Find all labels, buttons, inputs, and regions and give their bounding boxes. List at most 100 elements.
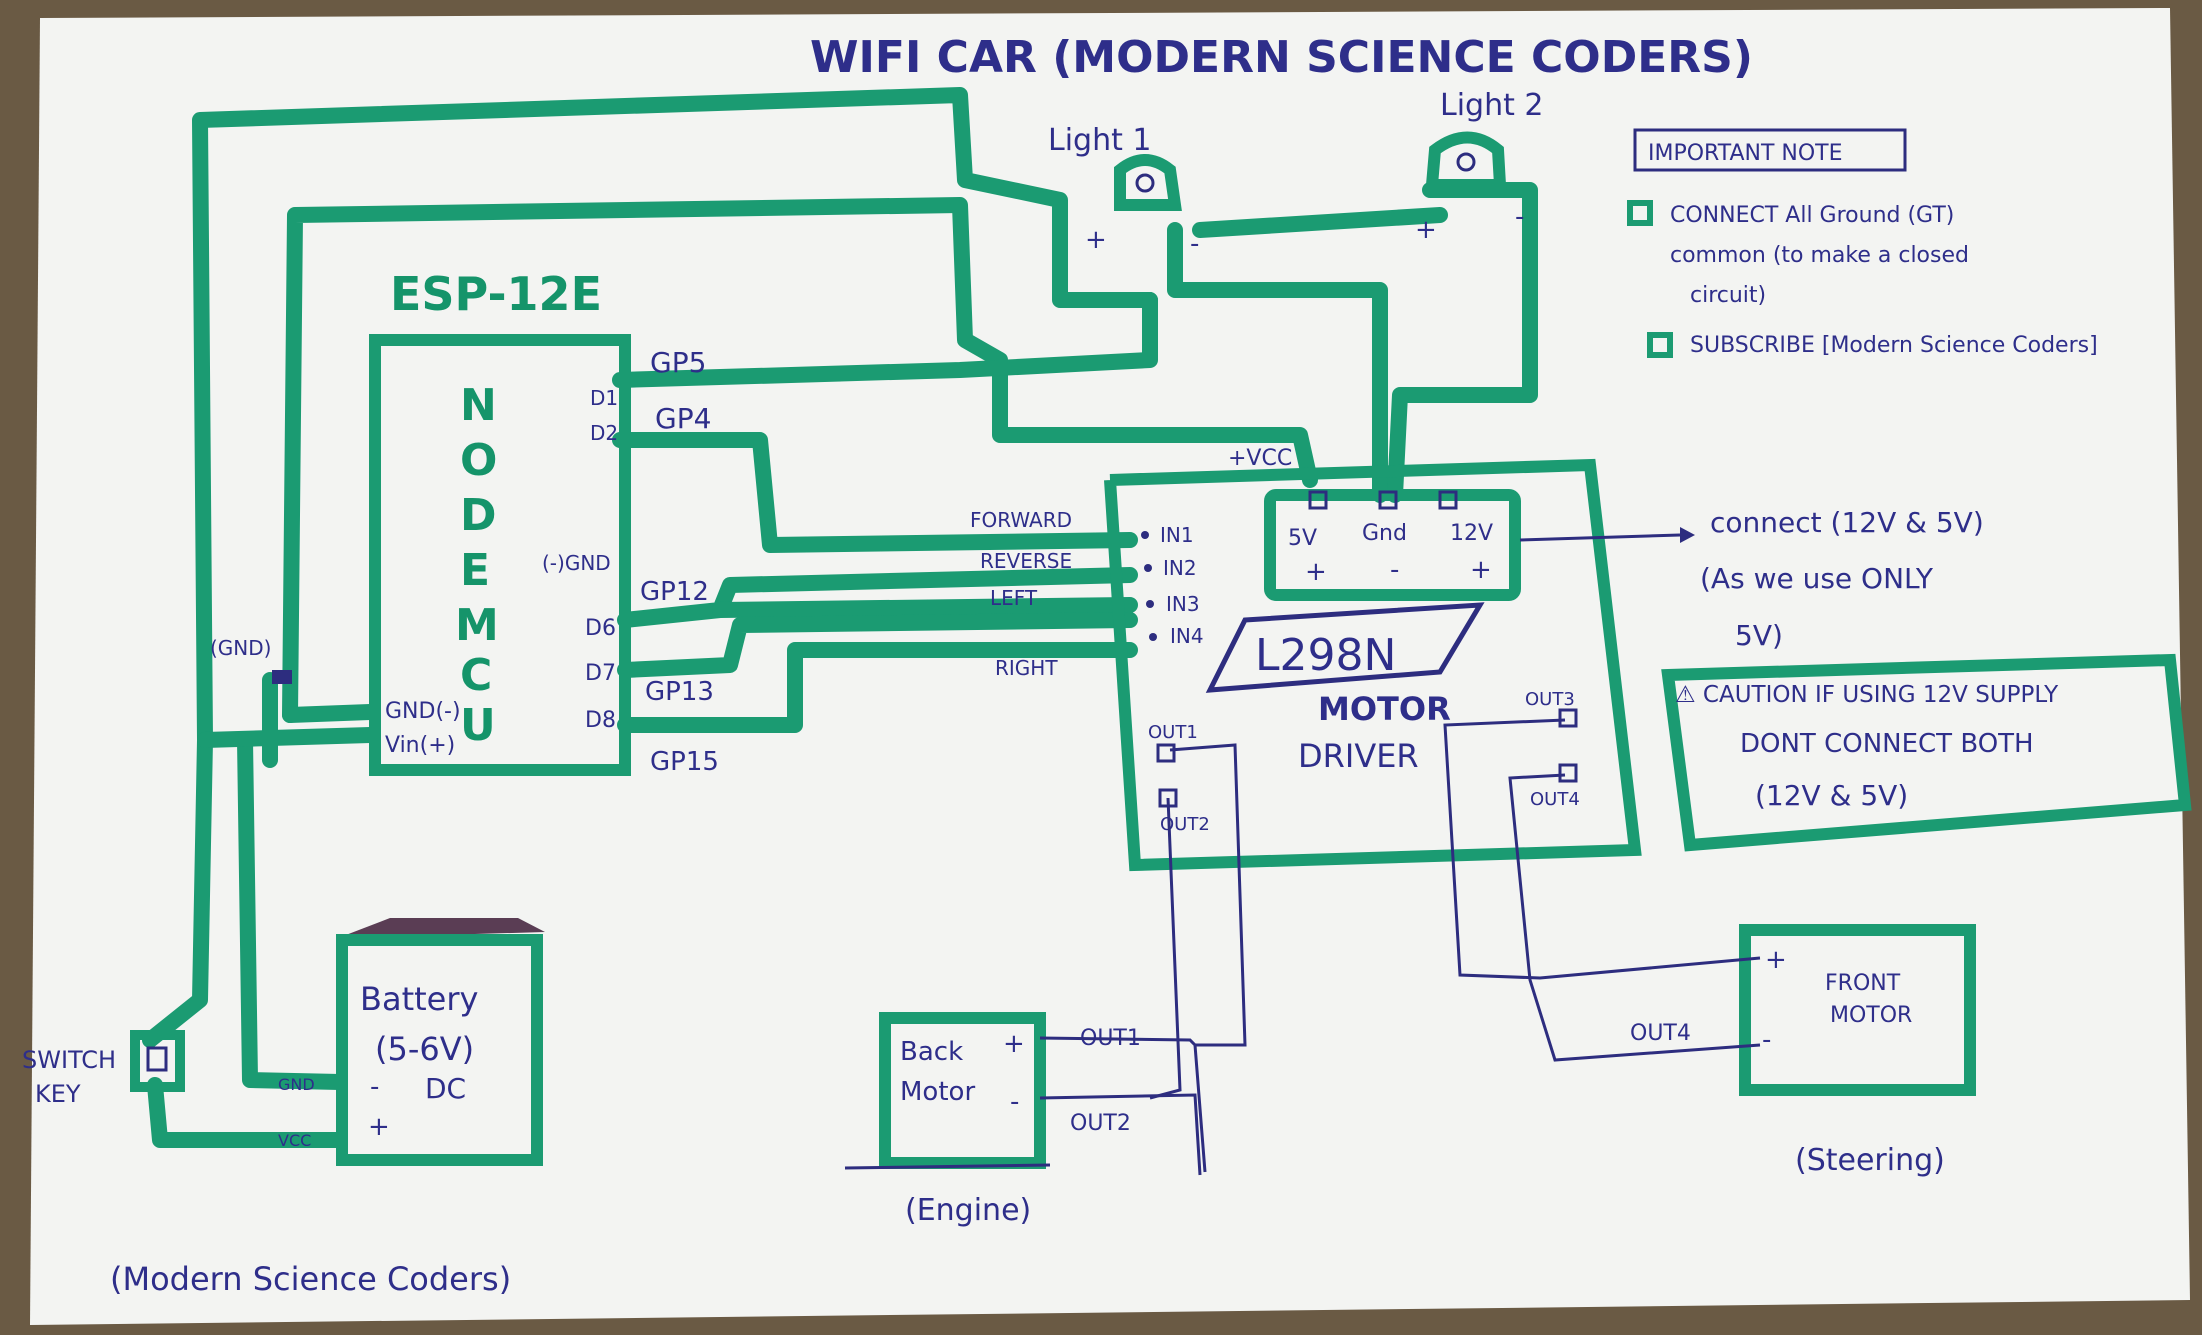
- l298n-chip: [1205, 602, 1485, 693]
- pin-d1: D1: [590, 386, 618, 410]
- front-motor-minus: -: [1762, 1025, 1771, 1055]
- underline-back: [844, 1163, 1051, 1170]
- terminal-gnd-minus: -: [1390, 555, 1399, 585]
- out1-screw: [1156, 743, 1176, 763]
- battery: Battery (5-6V) DC - + GND VCC: [278, 918, 545, 1166]
- front-motor-plus: +: [1765, 945, 1787, 975]
- light-1: Light 1 + -: [1048, 123, 1199, 259]
- caution-line1: ⚠ CAUTION IF USING 12V SUPPLY: [1675, 682, 2059, 708]
- front-motor-caption: (Steering): [1795, 1143, 1945, 1178]
- bullet-ground: [1627, 200, 1653, 226]
- caution-box: ⚠ CAUTION IF USING 12V SUPPLY DONT CONNE…: [1661, 653, 2192, 852]
- wire-light1-minus: [1167, 222, 1388, 503]
- left-label: LEFT: [990, 586, 1038, 610]
- light-1-icon: [1135, 173, 1155, 193]
- wire-gp12-left: [712, 597, 1138, 618]
- in1-label: IN1: [1160, 523, 1194, 547]
- back-motor-line1: Back: [900, 1037, 963, 1067]
- front-motor-line1: FRONT: [1825, 971, 1901, 996]
- important-note-frame: [1633, 128, 1907, 172]
- l298n-label: L298N: [1255, 630, 1396, 681]
- gnd-tag: (GND): [210, 636, 271, 660]
- pin-gnd: (-)GND: [542, 551, 611, 575]
- back-motor-plus: +: [1003, 1029, 1025, 1059]
- caution-frame: [1661, 653, 2192, 852]
- right-label: RIGHT: [995, 656, 1058, 680]
- out3-screw: [1558, 708, 1578, 728]
- wire-out3-front: [1443, 718, 1761, 980]
- battery-line2: (5-6V): [375, 1030, 474, 1068]
- back-motor-line2: Motor: [900, 1077, 975, 1107]
- pin-d8: D8: [585, 708, 616, 733]
- label-gp4: GP4: [655, 402, 711, 435]
- nodemcu-letter-c: C: [460, 650, 492, 701]
- in3-dot: [1146, 600, 1154, 608]
- switch-key: SWITCH KEY: [22, 1030, 185, 1108]
- nodemcu-outline: [369, 334, 631, 776]
- front-motor-line2: MOTOR: [1830, 1003, 1912, 1028]
- battery-line1: Battery: [360, 980, 478, 1018]
- important-note-line4: SUBSCRIBE [Modern Science Coders]: [1690, 333, 2098, 358]
- connect-note-line1: connect (12V & 5V): [1710, 506, 1984, 539]
- nodemcu-letter-o: O: [460, 435, 497, 486]
- caution-line2: DONT CONNECT BOTH: [1740, 729, 2034, 759]
- light-2-plus: +: [1415, 215, 1437, 245]
- front-motor: FRONT MOTOR + - OUT4 (Steering): [1630, 924, 1976, 1178]
- in3-label: IN3: [1166, 592, 1200, 616]
- vcc-label: +VCC: [1228, 446, 1292, 471]
- wire-back-plus: [1039, 1036, 1207, 1173]
- diagram-title: WIFI CAR (MODERN SCIENCE CODERS): [810, 32, 1753, 83]
- wire-out4-front: [1508, 773, 1761, 1062]
- terminal-12v-screw: [1438, 490, 1458, 510]
- wire-gp12-reverse: [617, 567, 1138, 628]
- out4-screw: [1558, 763, 1578, 783]
- light-2-icon: [1456, 152, 1476, 172]
- battery-minus: -: [370, 1072, 379, 1102]
- pin-d7: D7: [585, 661, 616, 686]
- back-motor-outline: [879, 1012, 1046, 1169]
- in2-label: IN2: [1163, 556, 1197, 580]
- nodemcu-board: ESP-12E N O D E M C U D1 D2 (-)GND D6 D7…: [369, 267, 719, 777]
- front-motor-outline: [1739, 924, 1976, 1096]
- connect-note-line2: (As we use ONLY: [1700, 562, 1934, 595]
- label-gp13: GP13: [645, 677, 714, 707]
- driver-name-line2: DRIVER: [1298, 737, 1419, 775]
- label-gp12: GP12: [640, 577, 709, 607]
- terminal-gnd-label: Gnd: [1362, 521, 1407, 546]
- important-note-heading: IMPORTANT NOTE: [1648, 141, 1843, 166]
- terminal-5v-label: 5V: [1288, 526, 1317, 551]
- out3-label: OUT3: [1525, 689, 1575, 710]
- switch-key-line1: SWITCH: [22, 1046, 116, 1074]
- switch-key-line2: KEY: [35, 1080, 81, 1108]
- wire-gp15-right: [617, 642, 1138, 733]
- wiring: [142, 87, 1538, 1148]
- in1-dot: [1141, 531, 1149, 539]
- reverse-label: REVERSE: [980, 549, 1072, 573]
- terminal-5v-plus: +: [1305, 557, 1327, 587]
- light-1-minus: -: [1190, 229, 1199, 259]
- wire-gp5: [612, 342, 1158, 388]
- motor-wires: [844, 718, 1761, 1176]
- back-motor-minus: -: [1010, 1087, 1019, 1117]
- esp12e-heading: ESP-12E: [390, 267, 602, 321]
- wire-vcc-loop: [282, 197, 1318, 723]
- front-motor-out4: OUT4: [1630, 1021, 1691, 1046]
- battery-vcc: VCC: [278, 1131, 311, 1150]
- in2-dot: [1144, 564, 1152, 572]
- connect-arrow-line: [1519, 533, 1681, 542]
- light-2-bulb: [1425, 131, 1507, 191]
- light-2-minus: -: [1515, 202, 1524, 232]
- light-1-label: Light 1: [1048, 123, 1152, 158]
- wire-gp13: [617, 612, 1138, 678]
- switch-key-body: [130, 1030, 185, 1092]
- connect-note-line3: 5V): [1735, 619, 1783, 652]
- wire-outer-loop: [192, 87, 1158, 748]
- back-motor-out2: OUT2: [1070, 1111, 1131, 1136]
- terminal-12v-plus: +: [1470, 555, 1492, 585]
- caution-line3: (12V & 5V): [1755, 779, 1908, 812]
- wire-light2-plus: [1192, 207, 1448, 238]
- wire-battery-feed: [142, 732, 213, 1048]
- battery-outline: [336, 934, 543, 1166]
